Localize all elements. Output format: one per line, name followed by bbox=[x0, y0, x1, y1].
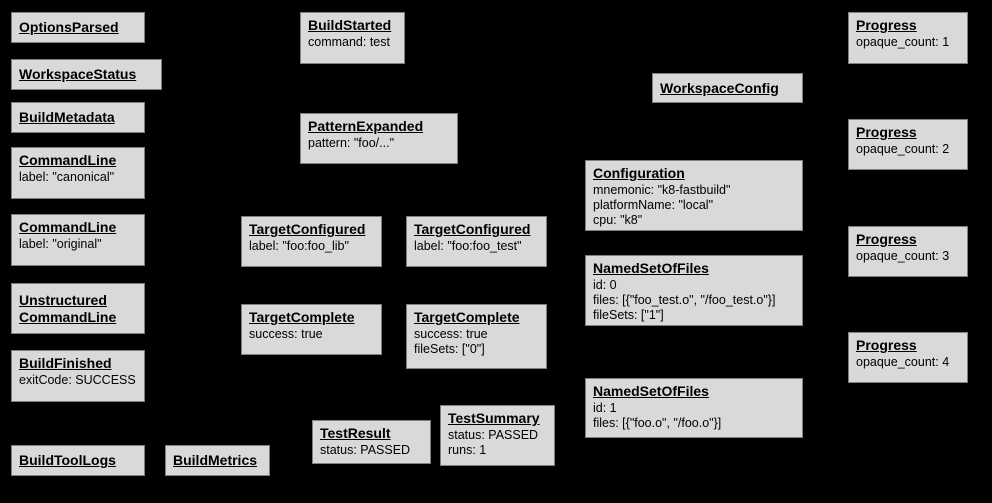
node-field: command: test bbox=[308, 35, 390, 49]
node-progress-3[interactable]: Progress opaque_count: 3 bbox=[848, 226, 968, 277]
node-field: opaque_count: 4 bbox=[856, 355, 950, 369]
node-title: BuildStarted bbox=[308, 17, 392, 33]
node-title: TargetConfigured bbox=[414, 221, 531, 237]
node-title: TargetConfigured bbox=[249, 221, 366, 237]
node-title: TargetComplete bbox=[249, 309, 355, 325]
node-field: runs: 1 bbox=[448, 443, 487, 457]
node-build-finished[interactable]: BuildFinished exitCode: SUCCESS bbox=[11, 350, 145, 402]
node-build-metadata[interactable]: BuildMetadata bbox=[11, 102, 145, 133]
node-fields: opaque_count: 2 bbox=[856, 142, 961, 157]
node-progress-2[interactable]: Progress opaque_count: 2 bbox=[848, 119, 968, 170]
node-target-configured-foo-test[interactable]: TargetConfigured label: "foo:foo_test" bbox=[406, 216, 547, 267]
node-fields: label: "foo:foo_lib" bbox=[249, 239, 375, 254]
node-field: label: "original" bbox=[19, 237, 102, 251]
node-field: opaque_count: 2 bbox=[856, 142, 950, 156]
node-options-parsed[interactable]: OptionsParsed bbox=[11, 12, 145, 43]
node-field: fileSets: ["1"] bbox=[593, 308, 664, 322]
node-configuration[interactable]: Configuration mnemonic: "k8-fastbuild"pla… bbox=[585, 160, 803, 231]
node-field: success: true bbox=[249, 327, 323, 341]
node-fields: opaque_count: 3 bbox=[856, 249, 961, 264]
node-title: BuildFinished bbox=[19, 355, 112, 371]
node-build-tool-logs[interactable]: BuildToolLogs bbox=[11, 445, 145, 476]
node-field: opaque_count: 3 bbox=[856, 249, 950, 263]
node-build-started[interactable]: BuildStarted command: test bbox=[300, 12, 405, 64]
node-title: WorkspaceStatus bbox=[19, 66, 137, 82]
node-field: files: [{"foo.o", "/foo.o"}] bbox=[593, 416, 722, 430]
node-target-complete-lib[interactable]: TargetComplete success: true bbox=[241, 304, 382, 355]
node-title: TestResult bbox=[320, 425, 391, 441]
node-fields: exitCode: SUCCESS bbox=[19, 373, 138, 388]
node-field: mnemonic: "k8-fastbuild" bbox=[593, 183, 731, 197]
node-fields: opaque_count: 1 bbox=[856, 35, 961, 50]
node-title: NamedSetOfFiles bbox=[593, 260, 709, 276]
node-field: exitCode: SUCCESS bbox=[19, 373, 136, 387]
node-field: success: true bbox=[414, 327, 488, 341]
node-command-line-original[interactable]: CommandLine label: "original" bbox=[11, 214, 145, 266]
node-title: BuildMetadata bbox=[19, 109, 115, 125]
node-field: cpu: "k8" bbox=[593, 213, 643, 227]
node-progress-1[interactable]: Progress opaque_count: 1 bbox=[848, 12, 968, 64]
node-fields: command: test bbox=[308, 35, 398, 50]
node-progress-4[interactable]: Progress opaque_count: 4 bbox=[848, 332, 968, 383]
node-fields: label: "canonical" bbox=[19, 170, 138, 185]
node-workspace-status[interactable]: WorkspaceStatus bbox=[11, 59, 162, 90]
node-title: Progress bbox=[856, 231, 917, 247]
node-field: label: "canonical" bbox=[19, 170, 115, 184]
node-fields: mnemonic: "k8-fastbuild"platformName: "l… bbox=[593, 183, 796, 228]
node-pattern-expanded[interactable]: PatternExpanded pattern: "foo/..." bbox=[300, 113, 458, 164]
node-field: opaque_count: 1 bbox=[856, 35, 950, 49]
node-workspace-config[interactable]: WorkspaceConfig bbox=[652, 73, 803, 103]
node-title: NamedSetOfFiles bbox=[593, 383, 709, 399]
node-title: TargetComplete bbox=[414, 309, 520, 325]
node-fields: label: "foo:foo_test" bbox=[414, 239, 540, 254]
node-title: WorkspaceConfig bbox=[660, 79, 779, 96]
node-title: BuildToolLogs bbox=[19, 452, 116, 468]
node-title: TestSummary bbox=[448, 410, 540, 426]
node-fields: pattern: "foo/..." bbox=[308, 136, 451, 151]
node-field: fileSets: ["0"] bbox=[414, 342, 485, 356]
node-target-configured-foo-lib[interactable]: TargetConfigured label: "foo:foo_lib" bbox=[241, 216, 382, 267]
node-unstructured-command-line[interactable]: Unstructured CommandLine bbox=[11, 283, 145, 334]
node-test-result[interactable]: TestResult status: PASSED bbox=[312, 420, 431, 464]
node-title: Progress bbox=[856, 124, 917, 140]
node-field: platformName: "local" bbox=[593, 198, 714, 212]
node-title: Progress bbox=[856, 17, 917, 33]
node-fields: label: "original" bbox=[19, 237, 138, 252]
node-title: Progress bbox=[856, 337, 917, 353]
node-title: Configuration bbox=[593, 165, 685, 181]
node-title: OptionsParsed bbox=[19, 19, 119, 35]
node-field: id: 0 bbox=[593, 278, 617, 292]
node-title: BuildMetrics bbox=[173, 452, 258, 468]
node-field: pattern: "foo/..." bbox=[308, 136, 395, 150]
node-field: label: "foo:foo_test" bbox=[414, 239, 522, 253]
node-build-metrics[interactable]: BuildMetrics bbox=[165, 445, 270, 476]
node-command-line-canonical[interactable]: CommandLine label: "canonical" bbox=[11, 147, 145, 199]
node-title: Unstructured CommandLine bbox=[19, 291, 117, 325]
node-fields: success: true bbox=[249, 327, 375, 342]
node-field: status: PASSED bbox=[448, 428, 539, 442]
node-title: CommandLine bbox=[19, 219, 117, 235]
node-fields: status: PASSED bbox=[320, 443, 424, 458]
node-field: files: [{"foo_test.o", "/foo_test.o"}] bbox=[593, 293, 776, 307]
node-fields: opaque_count: 4 bbox=[856, 355, 961, 370]
node-field: id: 1 bbox=[593, 401, 617, 415]
node-field: status: PASSED bbox=[320, 443, 411, 457]
node-title: CommandLine bbox=[19, 152, 117, 168]
node-title: PatternExpanded bbox=[308, 118, 424, 134]
node-field: label: "foo:foo_lib" bbox=[249, 239, 349, 253]
